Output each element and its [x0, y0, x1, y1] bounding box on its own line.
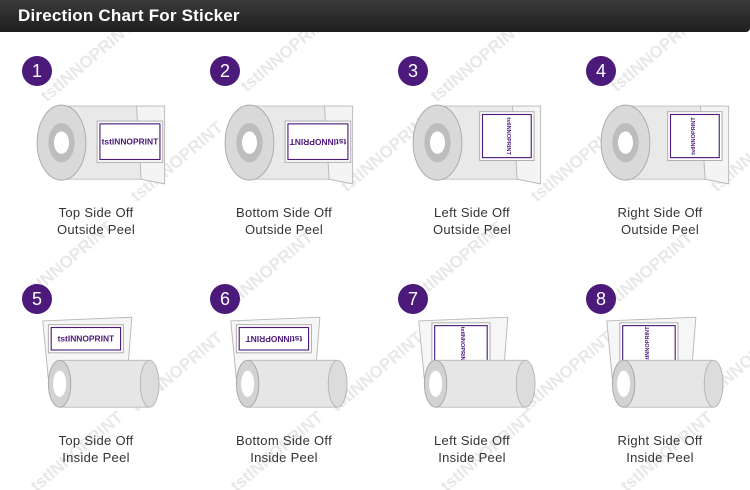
label-brand-text: tstINNOPRINT: [645, 326, 651, 364]
label-brand-text: tstINNOPRINT: [289, 137, 346, 147]
sticker-label: tstINNOPRINT: [284, 120, 352, 163]
caption-line-1: Right Side Off: [617, 433, 703, 448]
caption-line-1: Right Side Off: [617, 205, 703, 220]
header-bar: Direction Chart For Sticker: [0, 0, 750, 32]
caption-line-2: Inside Peel: [62, 450, 130, 465]
core-hole: [429, 370, 443, 397]
sticker-label: tstINNOPRINT: [667, 111, 723, 161]
step-number-badge: 4: [586, 56, 616, 86]
label-roll-illustration: tstINNOPRINT: [606, 316, 724, 408]
page-title: Direction Chart For Sticker: [18, 6, 240, 25]
step-number-badge: 2: [210, 56, 240, 86]
roll-body: [247, 359, 339, 408]
roll-body: [59, 359, 151, 408]
caption-line-1: Left Side Off: [434, 433, 510, 448]
sticker-label: tstINNOPRINT: [235, 324, 312, 354]
step-number-badge: 6: [210, 284, 240, 314]
caption-line-1: Left Side Off: [434, 205, 510, 220]
core-hole: [242, 131, 257, 154]
label-roll-illustration: tstINNOPRINT: [42, 316, 160, 408]
sticker-label: tstINNOPRINT: [479, 111, 535, 161]
core-hole: [53, 370, 67, 397]
core-hole: [54, 131, 69, 154]
label-brand-text: tstINNOPRINT: [58, 334, 115, 344]
caption-line-2: Outside Peel: [432, 222, 512, 237]
core-hole: [617, 370, 631, 397]
roll-end: [703, 359, 724, 408]
caption-line-1: Top Side Off: [58, 205, 134, 220]
caption-line-2: Outside Peel: [56, 222, 136, 237]
label-roll-illustration: tstINNOPRINT: [412, 104, 542, 185]
sticker-label: tstINNOPRINT: [47, 324, 124, 354]
core-hole: [430, 131, 445, 154]
roll-end: [139, 359, 160, 408]
caption-line-2: Inside Peel: [626, 450, 694, 465]
caption-line-2: Outside Peel: [244, 222, 324, 237]
label-roll-illustration: tstINNOPRINT: [230, 316, 348, 408]
roll-body: [623, 359, 715, 408]
caption-line-2: Outside Peel: [620, 222, 700, 237]
core-hole: [241, 370, 255, 397]
label-roll-illustration: tstINNOPRINT: [418, 316, 536, 408]
label-roll-illustration: tstINNOPRINT: [36, 104, 166, 185]
core-hole: [618, 131, 633, 154]
label-brand-text: tstINNOPRINT: [102, 137, 159, 147]
sticker-label: tstINNOPRINT: [96, 120, 164, 163]
step-number-badge: 8: [586, 284, 616, 314]
step-number-badge: 3: [398, 56, 428, 86]
roll-end: [327, 359, 348, 408]
label-brand-text: tstINNOPRINT: [459, 326, 465, 364]
label-brand-text: tstINNOPRINT: [691, 117, 697, 155]
label-roll-illustration: tstINNOPRINT: [224, 104, 354, 185]
step-number-badge: 5: [22, 284, 52, 314]
roll-end: [515, 359, 536, 408]
caption-line-1: Bottom Side Off: [235, 205, 333, 220]
caption-line-1: Bottom Side Off: [235, 433, 333, 448]
roll-body: [435, 359, 527, 408]
label-brand-text: tstINNOPRINT: [245, 334, 302, 344]
step-number-badge: 7: [398, 284, 428, 314]
caption-line-1: Top Side Off: [58, 433, 134, 448]
label-roll-illustration: tstINNOPRINT: [600, 104, 730, 185]
caption-line-2: Inside Peel: [438, 450, 506, 465]
step-number-badge: 1: [22, 56, 52, 86]
caption-line-2: Inside Peel: [250, 450, 318, 465]
label-brand-text: tstINNOPRINT: [505, 117, 511, 155]
